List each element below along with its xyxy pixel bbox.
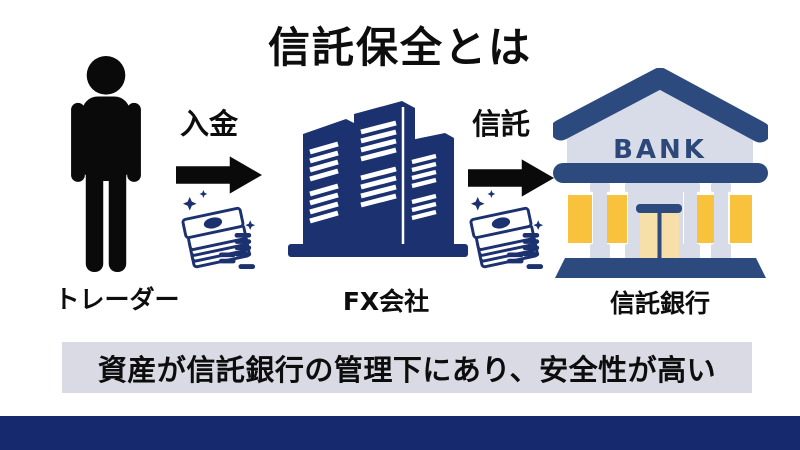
trader-label: トレーダー bbox=[54, 285, 180, 314]
office-buildings-icon bbox=[288, 101, 468, 257]
fx-company-label: FX会社 bbox=[342, 287, 430, 316]
person-icon bbox=[71, 56, 141, 272]
trust-arrow-label: 信託 bbox=[472, 107, 531, 141]
arrow-right-icon bbox=[176, 156, 262, 194]
arrow-right-icon bbox=[468, 159, 554, 197]
bank-sign-text: BANK bbox=[613, 135, 707, 165]
trust-bank-label: 信託銀行 bbox=[609, 289, 711, 318]
bank-icon: BANK bbox=[553, 68, 768, 278]
money-stack-icon bbox=[469, 190, 544, 270]
deposit-arrow-label: 入金 bbox=[180, 107, 239, 141]
summary-banner: 資産が信託銀行の管理下にあり、安全性が高い bbox=[62, 342, 752, 393]
footer-bar bbox=[0, 416, 800, 450]
page-title: 信託保全とは bbox=[267, 23, 532, 72]
money-stack-icon bbox=[181, 190, 256, 270]
summary-banner-text: 資産が信託銀行の管理下にあり、安全性が高い bbox=[97, 352, 717, 387]
